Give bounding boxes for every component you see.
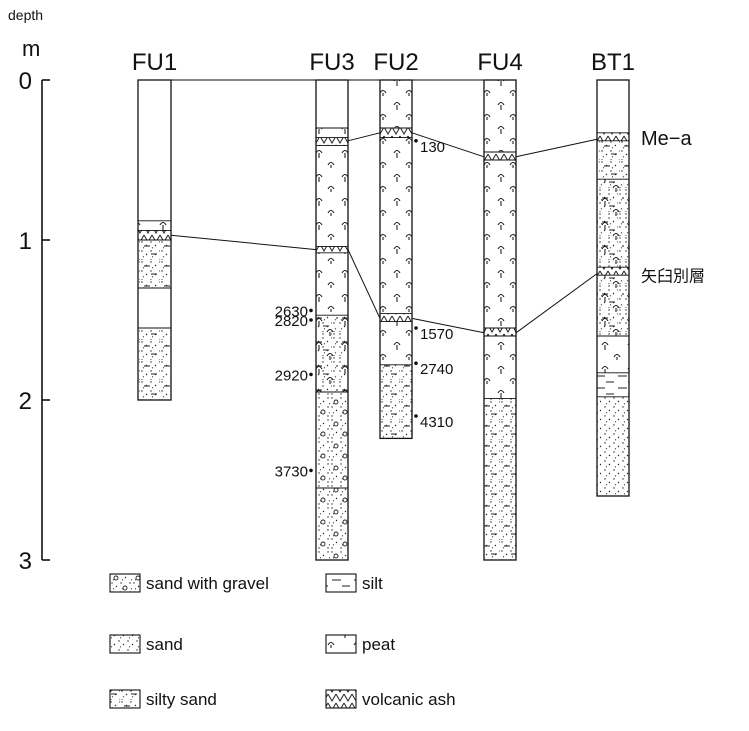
legend-swatch [110, 690, 140, 708]
column-title: FU1 [132, 49, 177, 76]
layer-silty-sand [597, 141, 629, 179]
layer-silty-sand [138, 328, 171, 400]
layer-volcanic-ash [597, 267, 629, 275]
layer-silty-sand [138, 240, 171, 288]
layer-peat [316, 128, 348, 138]
legend-label: volcanic ash [362, 690, 456, 709]
layer-silty-sand [380, 365, 412, 439]
layer-blank [316, 80, 348, 128]
layer-volcanic-ash [380, 314, 412, 322]
date-point [414, 361, 418, 365]
legend-item-silt: silt [326, 574, 383, 593]
axis-tick-label: 3 [19, 548, 32, 575]
column-fu2: FU2 130 1570 2740 4310 [373, 49, 453, 438]
legend-item-sand: sand [110, 635, 183, 654]
layer-peat [484, 80, 516, 152]
layer-silt [597, 373, 629, 397]
layer-peat [138, 221, 171, 231]
legend: sand with gravel silt sand peat silty sand vo… [110, 574, 456, 709]
layer-peat [316, 146, 348, 247]
date-point [414, 326, 418, 330]
layer-blank [138, 288, 171, 328]
legend-label: sand [146, 635, 183, 654]
column-bt1: BT1 [591, 49, 635, 496]
legend-swatch [110, 635, 140, 653]
legend-label: sand with gravel [146, 574, 269, 593]
date-point [309, 373, 313, 377]
axis-unit-top: depth [8, 7, 43, 23]
date-label: 2920 [275, 367, 308, 384]
axis-tick-label: 2 [19, 388, 32, 415]
layer-volcanic-ash [484, 328, 516, 336]
legend-swatch [326, 690, 356, 708]
layer-peat-silty-sand [597, 179, 629, 267]
correlation-label: Me−a [641, 128, 692, 150]
date-point [309, 469, 313, 473]
date-label: 4310 [420, 414, 453, 431]
date-point [309, 309, 313, 313]
layer-sand-with-gravel [316, 392, 348, 488]
layer-peat-silty-sand [597, 275, 629, 336]
date-point [414, 414, 418, 418]
column-fu1: FU1 [132, 49, 177, 400]
column-title: FU3 [309, 49, 354, 76]
legend-swatch [110, 574, 140, 592]
date-point [309, 318, 313, 322]
layer-volcanic-ash [316, 138, 348, 146]
layer-blank [138, 80, 171, 221]
legend-swatch [326, 635, 356, 653]
layer-peat [380, 80, 412, 128]
axis-tick-label: 1 [19, 228, 32, 255]
layer-silty-sand [484, 398, 516, 560]
legend-label: peat [362, 635, 395, 654]
date-label: 3730 [275, 463, 308, 480]
date-label: 130 [420, 139, 445, 156]
layer-peat [484, 336, 516, 398]
layer-peat [316, 253, 348, 315]
layer-peat [380, 138, 412, 314]
legend-item-sand-with-gravel: sand with gravel [110, 574, 269, 593]
depth-axis: depth m 0 1 2 3 [8, 7, 50, 575]
legend-item-silty-sand: silty sand [110, 690, 217, 709]
layer-volcanic-ash [316, 246, 348, 252]
date-label: 2820 [275, 313, 308, 330]
layer-volcanic-ash [597, 133, 629, 141]
layer-peat [380, 322, 412, 365]
layer-peat [597, 336, 629, 373]
legend-swatch [326, 574, 356, 592]
date-point [414, 139, 418, 143]
date-label: 2740 [420, 361, 453, 378]
column-title: FU2 [373, 49, 418, 76]
layer-volcanic-ash [380, 128, 412, 138]
layer-volcanic-ash [484, 152, 516, 160]
column-fu4: FU4 [477, 49, 522, 560]
axis-unit: m [22, 36, 40, 61]
layer-sand [597, 397, 629, 496]
legend-item-volcanic-ash: volcanic ash [326, 690, 456, 709]
column-title: FU4 [477, 49, 522, 76]
layer-peat-silty-sand [316, 315, 348, 392]
layer-blank [597, 80, 629, 133]
layer-sand-with-gravel [316, 488, 348, 560]
legend-label: silt [362, 574, 383, 593]
correlation-label: 矢臼別層 [641, 268, 705, 286]
layer-peat [484, 160, 516, 328]
legend-item-peat: peat [326, 635, 395, 654]
column-title: BT1 [591, 49, 635, 76]
legend-label: silty sand [146, 690, 217, 709]
date-label: 1570 [420, 326, 453, 343]
layer-volcanic-ash [138, 230, 171, 240]
axis-tick-label: 0 [19, 68, 32, 95]
correlation-labels: Me−a 矢臼別層 [641, 128, 705, 285]
